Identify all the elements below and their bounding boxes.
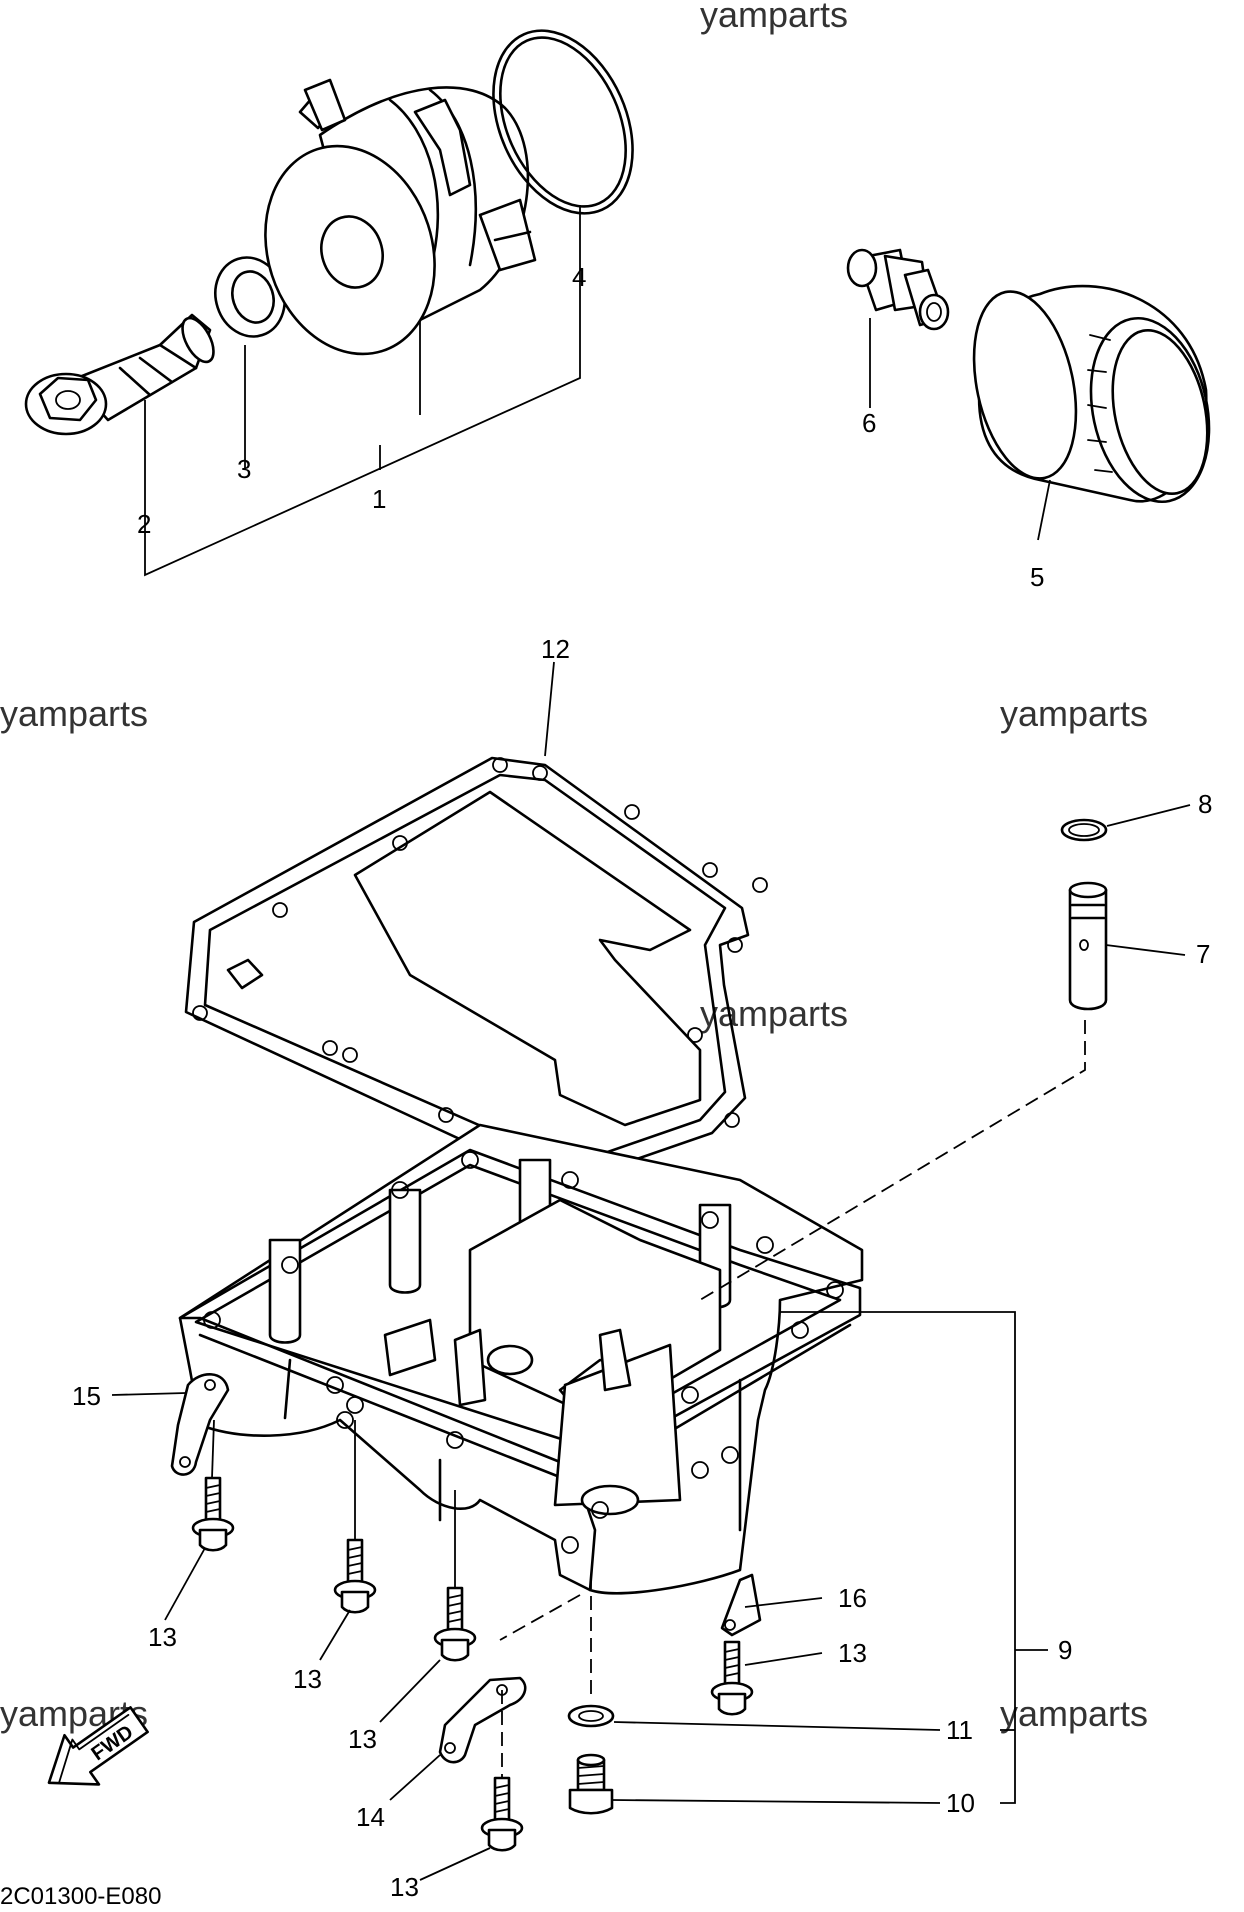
part-drain-plug [568,1753,614,1815]
part-oil-cooler [264,78,537,356]
part-oil-filter [972,284,1211,504]
callout-13c: 13 [348,1724,377,1754]
part-drain-gasket [567,1704,615,1728]
part-bracket-bottom [438,1676,527,1764]
callout-16: 16 [838,1583,867,1613]
callout-7: 7 [1196,939,1210,969]
callout-9: 9 [1058,1635,1072,1665]
part-dowel-pin [1068,881,1108,1011]
bolt-2 [333,1538,377,1614]
watermark-top: yamparts [700,0,848,35]
part-o-ring-small [1060,818,1108,842]
callout-5: 5 [1030,562,1044,592]
part-gasket [184,756,768,1186]
callout-13b: 13 [293,1664,322,1694]
callout-13d: 13 [838,1638,867,1668]
callout-15: 15 [72,1381,101,1411]
callout-12: 12 [541,634,570,664]
watermark-center: yamparts [700,993,848,1034]
part-bracket-right [720,1573,762,1637]
watermark-right: yamparts [1000,693,1148,734]
callout-10: 10 [946,1788,975,1818]
bolt-3 [433,1586,477,1662]
watermarks: yamparts yamparts yamparts yamparts yamp… [0,0,1148,1734]
callout-13e: 13 [390,1872,419,1902]
bolt-5 [480,1776,524,1852]
part-seal-ring [214,256,286,338]
callout-13a: 13 [148,1622,177,1652]
callout-3: 3 [237,454,251,484]
callout-labels: 1 2 3 4 5 6 7 8 9 10 11 12 13 13 13 13 1… [72,262,1212,1902]
part-oil-pan [178,1123,864,1595]
part-bolts [191,1476,754,1852]
callout-8: 8 [1198,789,1212,819]
callout-4: 4 [572,262,586,292]
bolt-1 [191,1476,235,1552]
callout-1: 1 [372,484,386,514]
callout-11: 11 [946,1715,973,1745]
diagram-code: 2C01300-E080 [0,1883,161,1910]
watermark-left: yamparts [0,693,148,734]
bolt-4 [710,1640,754,1716]
part-bracket-left [170,1373,230,1476]
part-union-fitting [846,248,950,331]
callout-2: 2 [137,509,151,539]
leader-lines [111,205,1191,1881]
part-union-bolt [24,313,215,436]
callout-14: 14 [356,1802,385,1832]
watermark-bottom-right: yamparts [1000,1693,1148,1734]
callout-6: 6 [862,408,876,438]
part-o-ring-large [492,29,634,215]
